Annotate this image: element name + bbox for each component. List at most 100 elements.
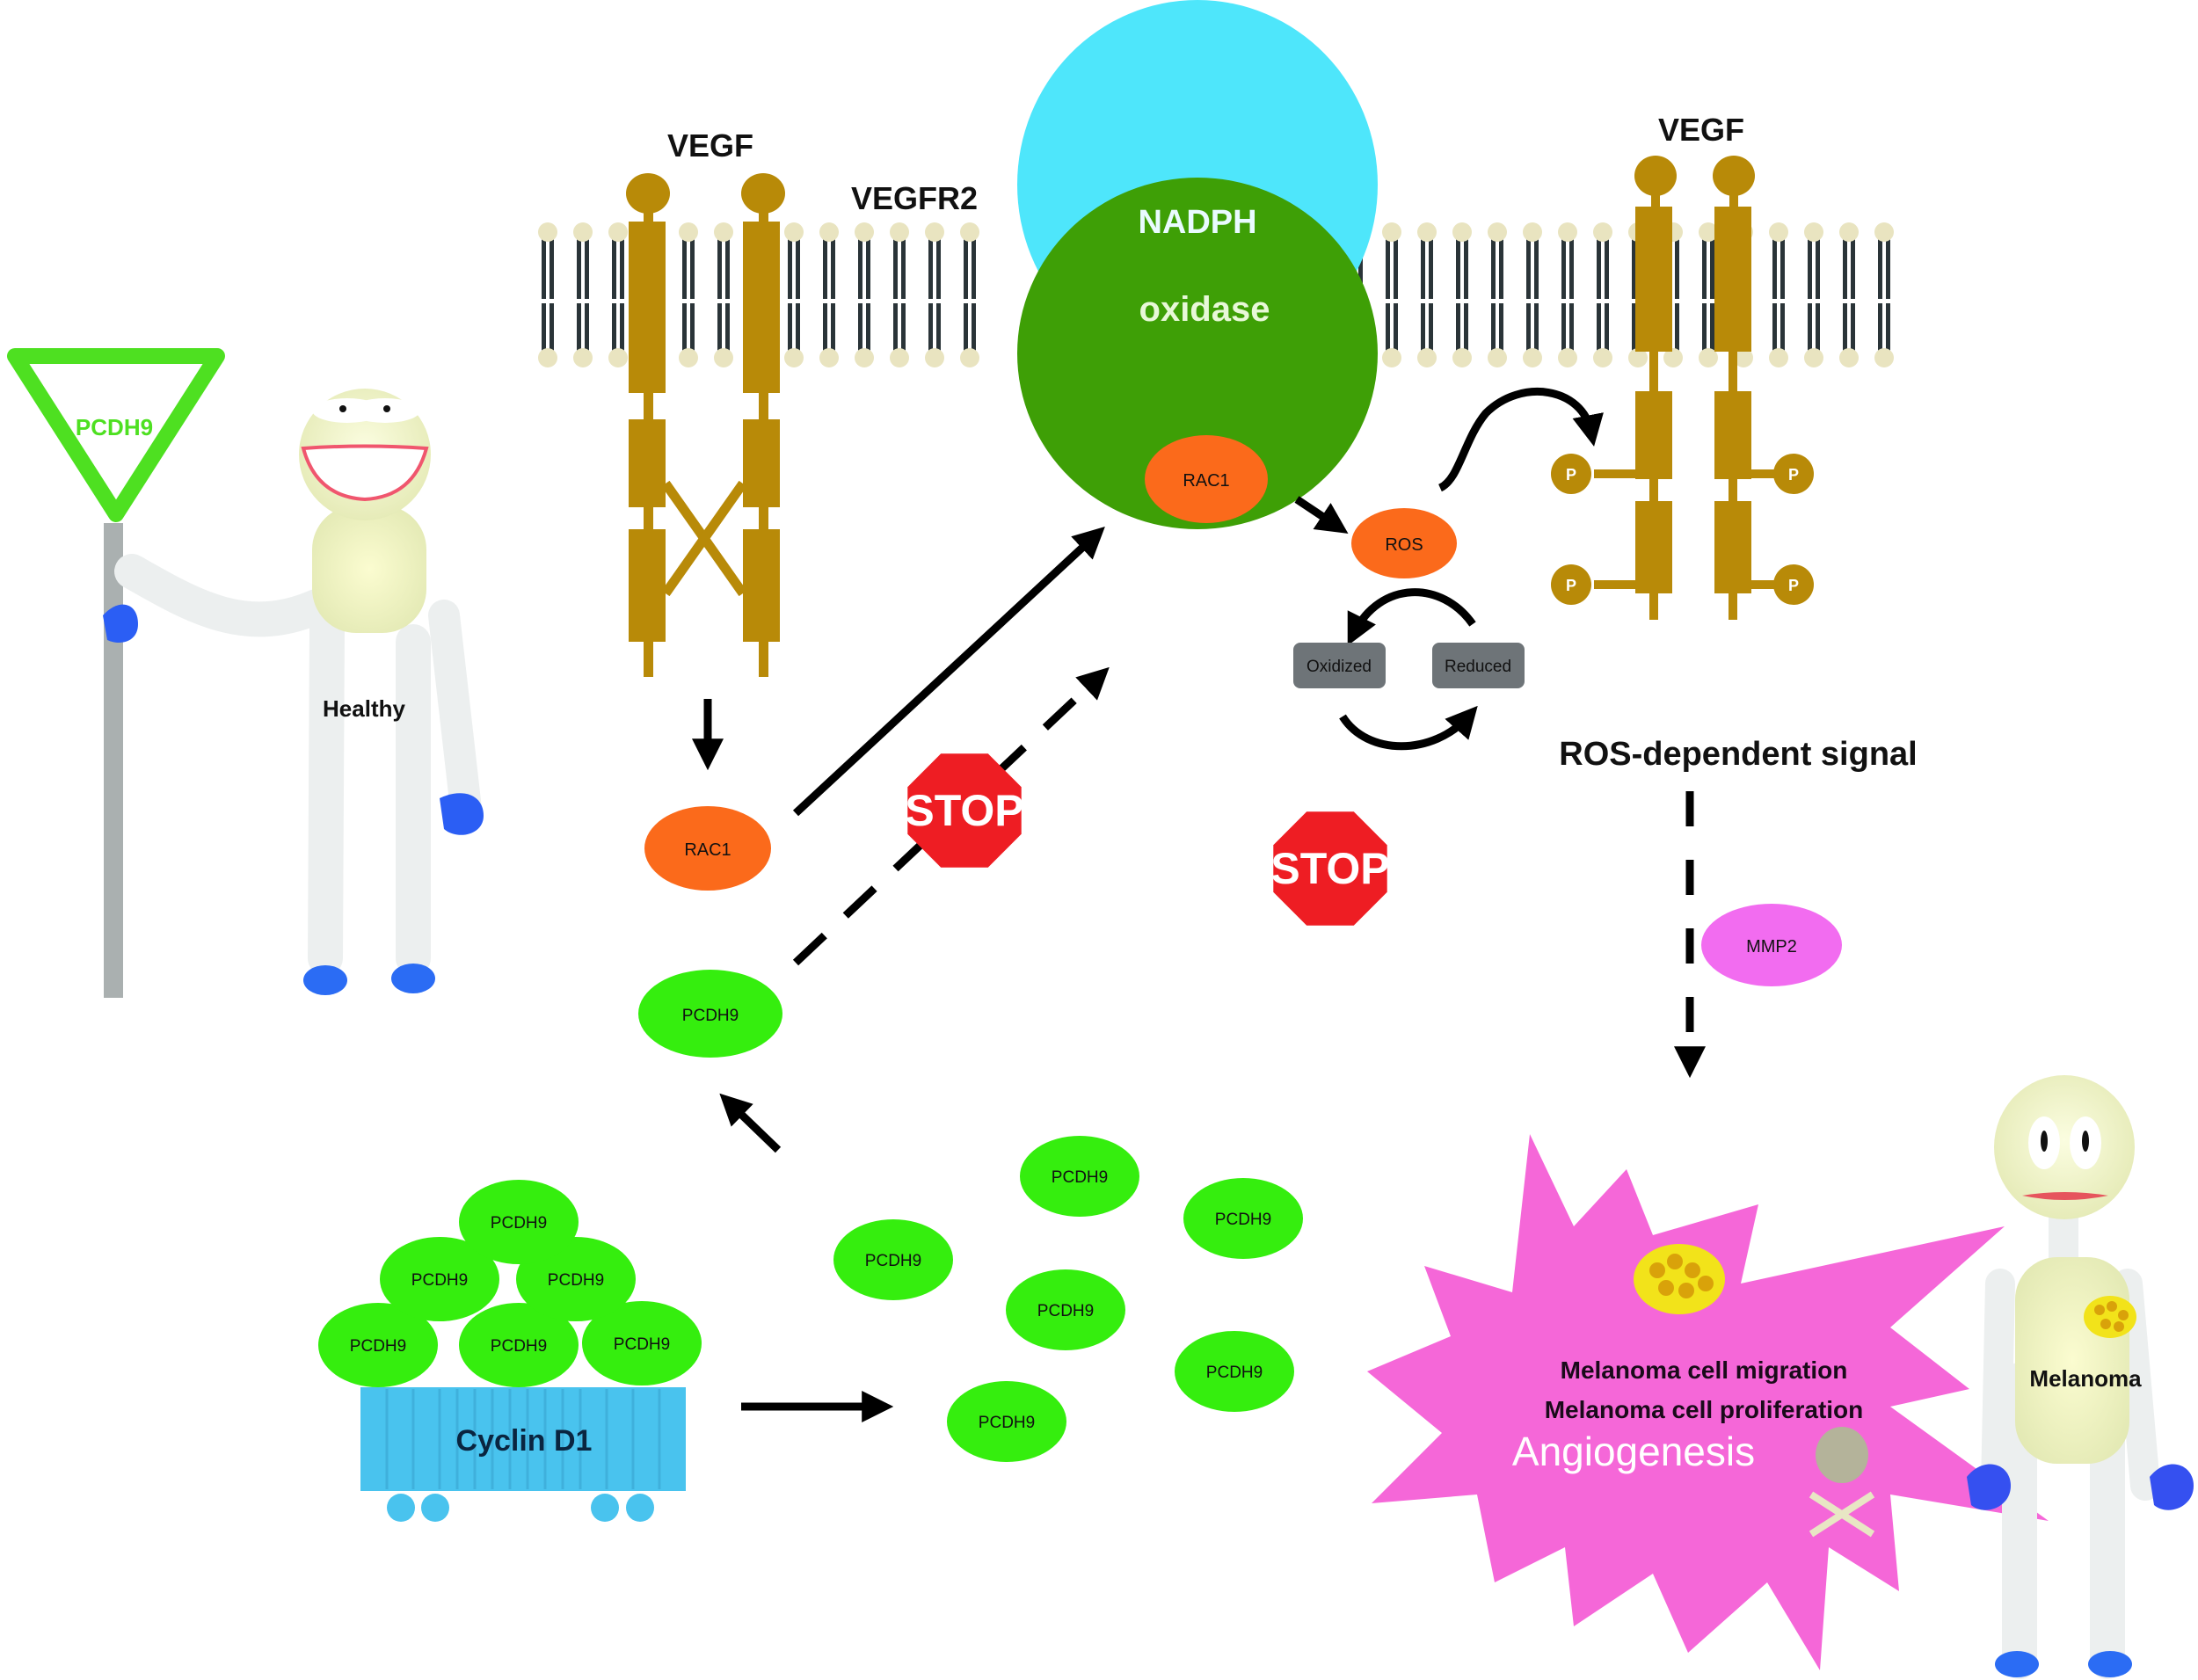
phospholipid (573, 222, 593, 367)
glove (440, 793, 484, 835)
ros-node (1351, 508, 1457, 578)
lipid-head (1523, 348, 1542, 367)
rac1-free-label: RAC1 (684, 840, 731, 860)
vegf-label-right: VEGF (1658, 112, 1744, 148)
arrow-reduced-to-oxidized (1347, 588, 1476, 646)
pcdh9-label: PCDH9 (548, 1271, 604, 1290)
phospho-site: P (1773, 454, 1814, 494)
lipid-head (538, 348, 557, 367)
melanoma-torso (2015, 1257, 2129, 1464)
vegf-label-left: VEGF (667, 127, 753, 164)
lipid-head (608, 222, 628, 242)
stop-octagon (1273, 811, 1387, 926)
arrow-cyclin-to-pcdh9 (719, 1093, 782, 1153)
lipid-head (1769, 348, 1788, 367)
arrow-oxidized-to-reduced (1339, 705, 1478, 751)
stop-label: STOP (905, 786, 1023, 835)
rac1-free-node (644, 806, 771, 891)
lipid-head (1488, 222, 1507, 242)
pcdh9-label: PCDH9 (1037, 1302, 1094, 1320)
rac1-membrane-node (1145, 435, 1268, 523)
skull-crossbones-icon (1809, 1427, 1875, 1538)
lipid-head (1804, 222, 1823, 242)
ros-signal-label: ROS-dependent signal (1559, 736, 1917, 773)
lipid-head (679, 348, 698, 367)
melanoma-person-figure: Melanoma (1967, 1075, 2194, 1679)
pcdh9-node: PCDH9 (1020, 1136, 1139, 1217)
glove (1967, 1464, 2011, 1510)
pcdh9-node: PCDH9 (318, 1303, 438, 1387)
lipid-head (1769, 222, 1788, 242)
shoe (1995, 1651, 2039, 1677)
mmp2-node (1701, 904, 1842, 986)
lipid-head (1593, 222, 1612, 242)
pcdh9-label: PCDH9 (1206, 1364, 1263, 1382)
cyclin-d1-label: Cyclin D1 (456, 1424, 593, 1458)
sign-pcdh9-label: PCDH9 (76, 414, 153, 440)
arrow-rac1-to-oxidase (792, 526, 1105, 817)
glove (2150, 1464, 2194, 1510)
phospholipid (1874, 222, 1894, 367)
lipid-head (960, 222, 979, 242)
pcdh9-active-label: PCDH9 (682, 1007, 739, 1025)
phospholipid (1382, 222, 1401, 367)
lipid-head (714, 348, 733, 367)
lipid-head (855, 222, 874, 242)
cyclin-d1-body (360, 1387, 686, 1491)
lipid-head (1839, 348, 1859, 367)
melanoma-head (1994, 1075, 2135, 1219)
healthy-label: Healthy (323, 695, 405, 722)
phospholipid (679, 222, 698, 367)
phospholipid (538, 222, 557, 367)
stop-sign-left: STOP (905, 753, 1024, 868)
shoe (2088, 1651, 2132, 1677)
phospholipid (819, 222, 839, 367)
pcdh9-label: PCDH9 (491, 1214, 547, 1233)
lipid-head (1874, 222, 1894, 242)
lipid-head (1488, 348, 1507, 367)
pcdh9-label: PCDH9 (350, 1337, 406, 1356)
rac1-membrane-label: RAC1 (1183, 471, 1229, 491)
melanoma-frown (2022, 1192, 2108, 1200)
phospholipid (855, 222, 874, 367)
outcome-proliferation-label: Melanoma cell proliferation (1545, 1396, 1864, 1423)
phospholipid (1523, 222, 1542, 367)
phospholipid (608, 222, 628, 367)
pcdh9-label: PCDH9 (411, 1271, 468, 1290)
phospholipid (1488, 222, 1507, 367)
lipid-head (1558, 348, 1577, 367)
lipid-head (855, 348, 874, 367)
lipid-head (1382, 222, 1401, 242)
pcdh9-node: PCDH9 (582, 1301, 702, 1385)
pcdh9-label: PCDH9 (491, 1337, 547, 1356)
lipid-head (573, 348, 593, 367)
phospholipid (925, 222, 944, 367)
lipid-head (1452, 222, 1472, 242)
lipid-head (784, 222, 804, 242)
phospholipid (1699, 222, 1718, 367)
lipid-head (1699, 348, 1718, 367)
phospho-site: P (1773, 564, 1814, 605)
lipid-head (573, 222, 593, 242)
lipid-head (1839, 222, 1859, 242)
lipid-head (819, 222, 839, 242)
lipid-head (1628, 348, 1648, 367)
lipid-head (1452, 348, 1472, 367)
pcdh9-yield-sign: PCDH9 (7, 348, 225, 998)
pcdh9-node: PCDH9 (459, 1180, 579, 1264)
pcdh9-node: PCDH9 (1006, 1269, 1125, 1350)
lipid-head (1663, 348, 1683, 367)
lipid-head (1699, 222, 1718, 242)
phospholipid (1804, 222, 1823, 367)
shoe (391, 964, 435, 993)
lipid-head (890, 222, 909, 242)
pcdh9-node: PCDH9 (1175, 1331, 1294, 1412)
yield-sign-triangle (7, 348, 225, 522)
phospholipid (1593, 222, 1612, 367)
lipid-head (1382, 348, 1401, 367)
phospholipid (714, 222, 733, 367)
outcome-migration-label: Melanoma cell migration (1561, 1356, 1848, 1384)
phospholipid (1452, 222, 1472, 367)
